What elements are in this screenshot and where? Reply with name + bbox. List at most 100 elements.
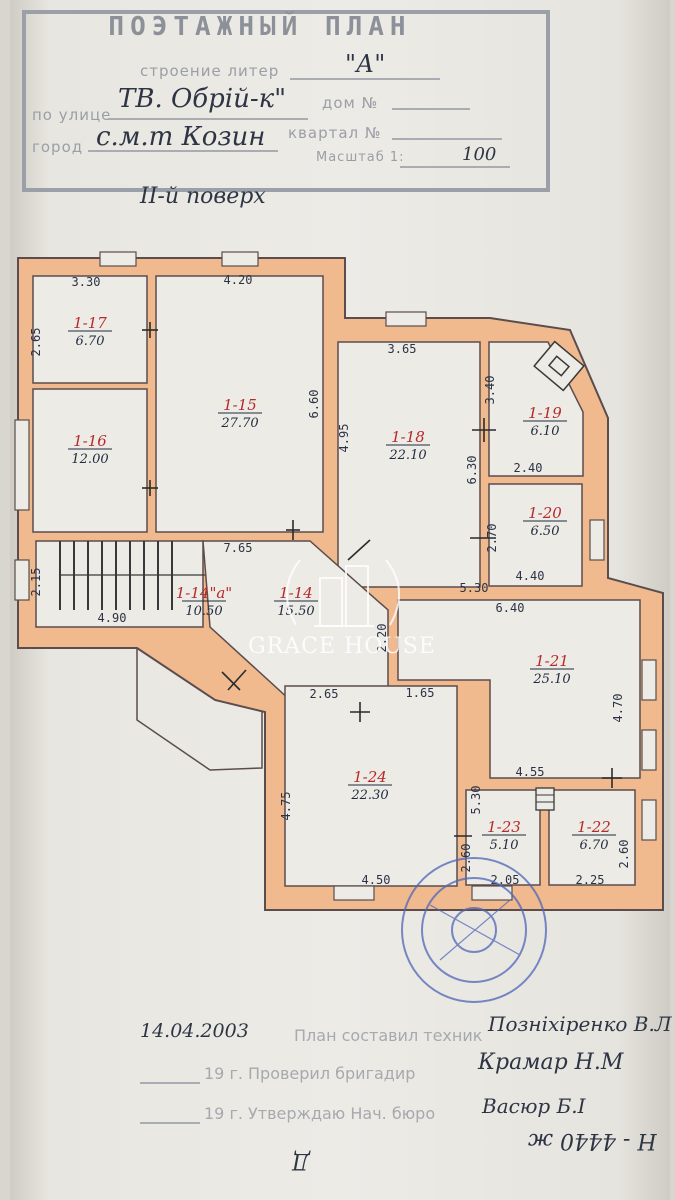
drawn-by-label: План составил техник [294, 1026, 483, 1045]
dimension-label: 3.65 [388, 342, 417, 356]
scale-value: 100 [462, 144, 497, 165]
room-area: 6.10 [531, 424, 560, 439]
block-label: квартал № [288, 124, 382, 142]
dimension-label: 4.55 [516, 765, 545, 779]
city-label: город [32, 138, 84, 156]
underline [140, 1122, 200, 1124]
room-number: 1-19 [528, 404, 562, 422]
dimension-label: 4.20 [224, 273, 253, 287]
dimension-label: 2.20 [375, 624, 389, 653]
handwritten-note: Н - 4440 ж [528, 1128, 657, 1153]
dimension-labels: 3.30 4.20 2.65 6.60 3.65 4.95 3.40 2.40 6.30 2.70… [29, 273, 631, 887]
window [14, 559, 30, 601]
underline [392, 108, 470, 110]
room-area: 12.00 [71, 452, 108, 467]
rooms [32, 275, 641, 887]
room-number: 1-17 [73, 314, 107, 332]
room-area: 22.30 [350, 788, 388, 803]
watermark-logo [285, 559, 401, 627]
dimension-label: 3.30 [72, 275, 101, 289]
official-seal [401, 857, 547, 1003]
dimension-label: 2.40 [514, 461, 543, 475]
stamp-title: ПОЭТАЖНЫЙ ПЛАН [108, 12, 412, 42]
scale-label: Масштаб 1: [316, 150, 405, 165]
room-area: 6.50 [531, 524, 560, 539]
dimension-label: 4.90 [98, 611, 127, 625]
room-area: 25.10 [532, 672, 570, 687]
staircase [59, 541, 205, 610]
door-marks [142, 322, 622, 837]
room-number: 1-23 [487, 818, 521, 836]
window [471, 885, 513, 901]
room-1-14a [35, 540, 204, 628]
dimension-label: 5.30 [460, 581, 489, 595]
dimension-label: 1.65 [406, 686, 435, 700]
underline [108, 118, 308, 120]
room-area: 6.70 [580, 838, 609, 853]
window [99, 251, 137, 267]
room-area: 22.10 [388, 448, 426, 463]
dimension-label: 2.65 [29, 328, 43, 357]
room-number: 1-21 [535, 652, 569, 670]
dimension-label: 4.75 [279, 792, 293, 821]
room-area: 27.70 [220, 416, 258, 431]
room-area: 15.50 [277, 604, 314, 619]
dimension-label: 6.40 [496, 601, 525, 615]
room-1-24 [284, 685, 458, 887]
dimension-label: 2.70 [485, 524, 499, 553]
window [641, 729, 657, 771]
checked-by-signature: Крамар Н.М [478, 1050, 624, 1075]
chimney-box [533, 340, 585, 392]
room-1-15 [155, 275, 324, 533]
window [14, 419, 30, 511]
dimension-label: 2.25 [576, 873, 605, 887]
vent-shaft [535, 787, 555, 811]
room-area: 10.50 [185, 604, 222, 619]
room-number: 1-24 [353, 768, 387, 786]
watermark-text: GRACE HOUSE [248, 634, 436, 659]
room-number: 1-18 [391, 428, 425, 446]
street-label: по улице [32, 106, 112, 124]
dimension-label: 4.70 [611, 694, 625, 723]
dimension-label: 2.65 [310, 687, 339, 701]
building-letter-label: строение литер [140, 62, 280, 80]
chimney-core [547, 355, 571, 377]
room-number: 1-14"a" [176, 584, 232, 602]
room-number: 1-14 [279, 584, 313, 602]
dimension-label: 4.40 [516, 569, 545, 583]
dimension-label: 2.60 [617, 840, 631, 869]
windows [14, 251, 657, 901]
room-1-21 [397, 599, 641, 779]
dimension-label: 7.65 [224, 541, 253, 555]
window [221, 251, 259, 267]
underline [392, 138, 502, 140]
room-1-20 [488, 483, 583, 587]
dimension-label: 3.40 [483, 376, 497, 405]
dimension-label: 4.95 [337, 424, 351, 453]
room-number: 1-15 [223, 396, 257, 414]
approved-by-signature: Васюр Б.І [482, 1094, 586, 1118]
underline [88, 150, 278, 152]
house-number-label: дом № [322, 94, 379, 112]
header-stamp [22, 10, 550, 192]
window [333, 885, 375, 901]
dimension-label: 6.60 [307, 390, 321, 419]
room-number: 1-16 [73, 432, 107, 450]
checked-by-label: 19 г. Проверил бригадир [204, 1064, 416, 1083]
underline [140, 1082, 200, 1084]
room-labels: 1-17 6.70 1-16 12.00 1-15 27.70 1-18 22.10 1-19 6… [68, 314, 616, 853]
plan-date: 14.04.2003 [140, 1020, 249, 1042]
dimension-label: 6.30 [465, 456, 479, 485]
room-1-18 [337, 341, 481, 588]
building-letter-value: "А" [345, 50, 386, 78]
chimney [533, 340, 585, 392]
room-number: 1-20 [528, 504, 562, 522]
street-value: ТВ. Обрiй-к" [118, 84, 287, 114]
room-1-22 [548, 789, 636, 886]
dimension-label: 5.30 [469, 786, 483, 815]
room-number: 1-22 [577, 818, 611, 836]
underline [290, 78, 440, 80]
window [641, 659, 657, 701]
city-value: с.м.т Козин [96, 122, 266, 152]
